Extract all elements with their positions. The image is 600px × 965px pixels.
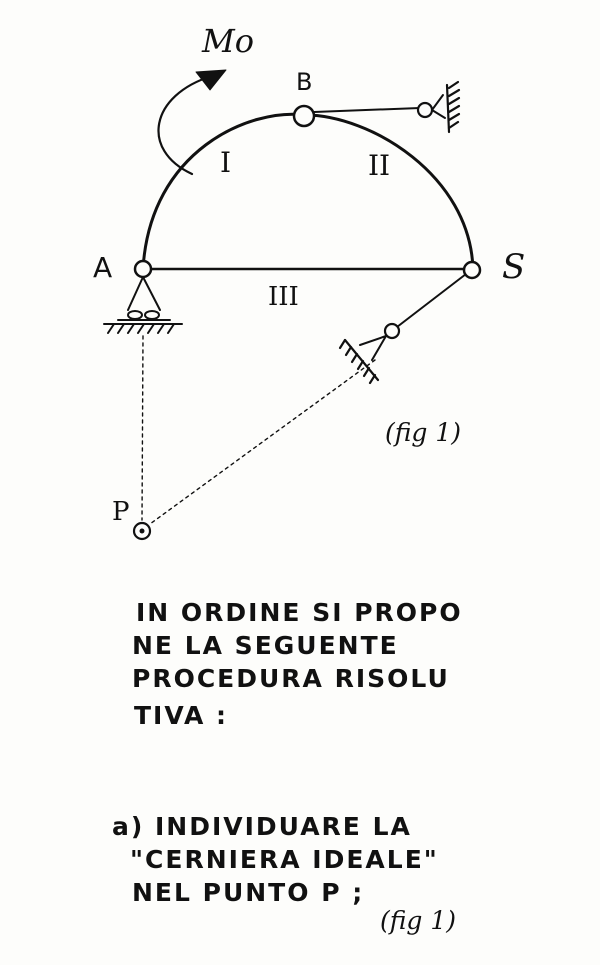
step-a-line-1: a) INDIVIDUARE LA [112, 812, 412, 841]
link-b [313, 107, 421, 113]
inclined-support [359, 335, 387, 361]
roller-right [144, 310, 160, 320]
procedure-line-2: NE LA SEGUENTE [132, 631, 399, 660]
roller-support-a [127, 276, 161, 311]
label-b: B [296, 68, 312, 96]
procedure-line-4: TIVA : [134, 701, 229, 730]
moment-arrowhead [195, 69, 227, 91]
dashed-line-a-p [141, 335, 144, 521]
label-region-2: II [368, 149, 390, 182]
hinge-s-support [383, 322, 401, 340]
figure-ref-1: (fig 1) [385, 418, 462, 447]
wall-support-b [431, 94, 446, 119]
procedure-line-1: IN ORDINE SI PROPO [136, 598, 463, 627]
hinge-b-wall [416, 101, 434, 119]
hinge-a [133, 259, 153, 279]
ground-hatch-a [103, 323, 183, 334]
label-moment: Mo [201, 22, 254, 60]
label-s: S [502, 247, 525, 287]
link-s [396, 273, 467, 328]
figure-ref-2: (fig 1) [380, 906, 457, 935]
label-p: P [112, 497, 130, 527]
wall-hatch-b [445, 80, 461, 134]
hinge-s [462, 260, 482, 280]
label-region-3: III [268, 282, 299, 312]
roller-left [127, 310, 143, 320]
label-region-1: I [220, 146, 231, 179]
inclined-hatch [338, 338, 380, 385]
label-a: A [93, 251, 112, 284]
dashed-line-s-p [149, 359, 376, 525]
arch [141, 112, 475, 271]
procedure-line-3: PROCEDURA RISOLU [132, 664, 450, 693]
hinge-b [292, 104, 316, 128]
moment-arrow [157, 74, 214, 176]
step-a-line-2: "CERNIERA IDEALE" [130, 845, 439, 874]
ideal-hinge-p-center [139, 528, 145, 534]
step-a-line-3: NEL PUNTO P ; [132, 878, 365, 907]
